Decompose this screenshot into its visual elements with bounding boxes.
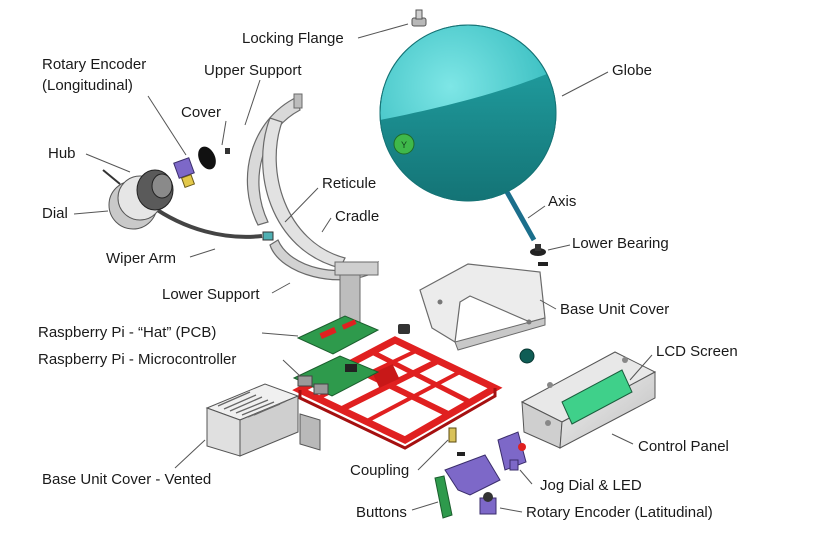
- label-axis: Axis: [548, 193, 577, 210]
- knob-part: [519, 348, 535, 364]
- label-locking-flange: Locking Flange: [242, 30, 344, 47]
- coupling-part: [448, 427, 465, 456]
- lower-bearing-part: [530, 244, 548, 266]
- jog-dial-part: [497, 431, 527, 471]
- control-panel-part: [520, 351, 657, 449]
- pcb-hat-part: [296, 315, 380, 355]
- label-lower-bearing: Lower Bearing: [572, 235, 669, 252]
- label-control-panel: Control Panel: [638, 438, 729, 455]
- cover-part: [198, 146, 230, 170]
- base-unit-cover-part: [419, 263, 546, 351]
- label-cradle: Cradle: [335, 208, 380, 225]
- wiper-arm-part: [148, 203, 263, 239]
- label-dial: Dial: [42, 205, 68, 222]
- label-base-unit-cover: Base Unit Cover: [560, 301, 670, 318]
- label-globe: Globe: [612, 62, 653, 79]
- label-buttons: Buttons: [356, 504, 407, 521]
- label-rpi-microcontroller: Raspberry Pi - Microcontroller: [38, 351, 237, 368]
- label-jog-dial-led: Jog Dial & LED: [540, 477, 642, 494]
- label-rotary-encoder-longitudinal-2: (Longitudinal): [42, 77, 133, 94]
- cradle-part: [262, 117, 379, 326]
- label-rpi-hat: Raspberry Pi - “Hat” (PCB): [38, 324, 217, 341]
- leader-lines: [73, 23, 653, 513]
- label-reticule: Reticule: [322, 175, 377, 192]
- globe-part: Y: [379, 24, 557, 202]
- label-rotary-encoder-longitudinal-1: Rotary Encoder: [42, 56, 147, 73]
- vented-cover-part: [205, 383, 321, 457]
- label-cover: Cover: [181, 104, 222, 121]
- label-coupling: Coupling: [350, 462, 410, 479]
- axis-rod: [504, 190, 537, 242]
- small-spacer-part: [398, 324, 410, 334]
- base-plate-frame: [292, 336, 503, 450]
- dial-assembly: [102, 157, 196, 230]
- raspberry-pi-part: [292, 355, 380, 397]
- label-hub: Hub: [48, 145, 76, 162]
- label-lower-support: Lower Support: [162, 286, 260, 303]
- label-rotary-encoder-latitudinal: Rotary Encoder (Latitudinal): [526, 504, 713, 521]
- svg-text:Y: Y: [401, 140, 407, 150]
- label-lcd-screen: LCD Screen: [656, 343, 738, 360]
- lat-encoder-part: [434, 454, 501, 519]
- label-upper-support: Upper Support: [204, 62, 302, 79]
- label-wiper-arm: Wiper Arm: [106, 250, 177, 267]
- label-base-unit-cover-vented: Base Unit Cover - Vented: [42, 471, 212, 488]
- locking-flange-part: [411, 9, 427, 27]
